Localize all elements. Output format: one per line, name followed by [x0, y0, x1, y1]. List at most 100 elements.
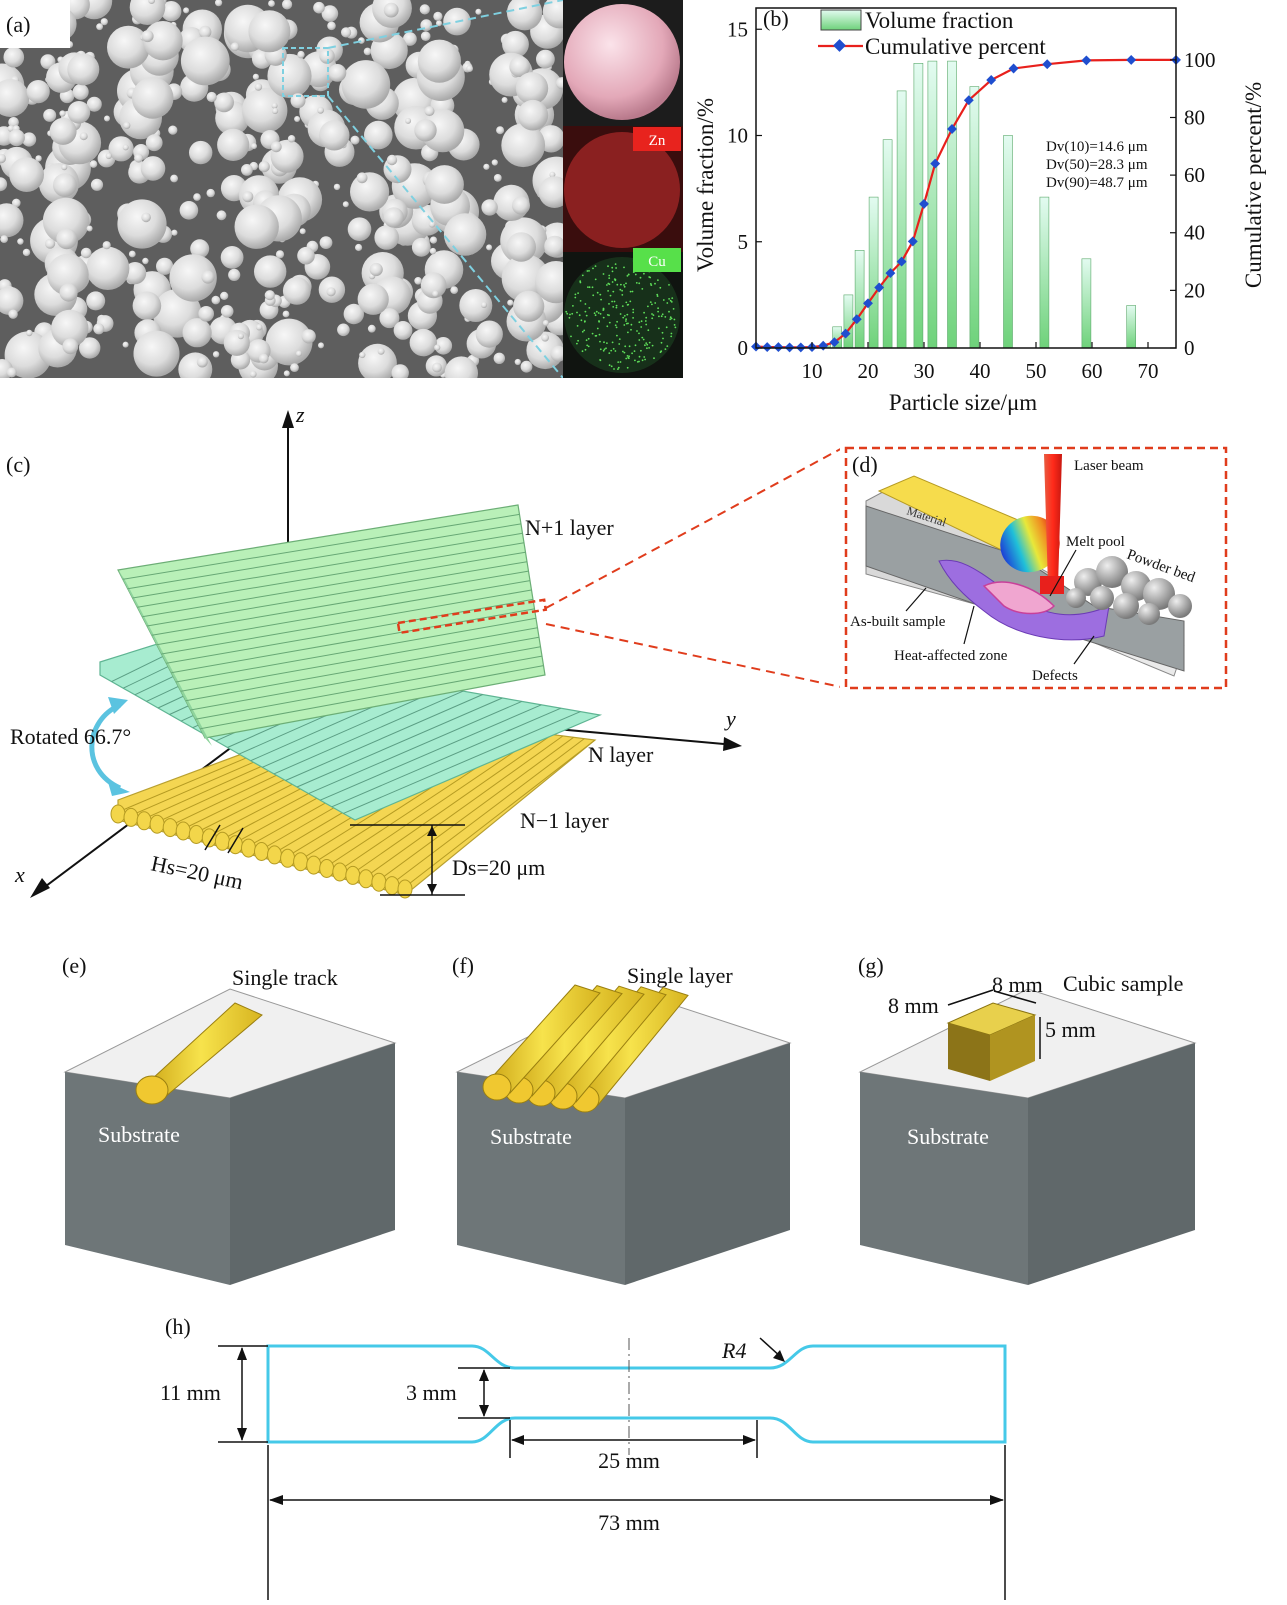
dim-5mm: 5 mm [1045, 1017, 1096, 1042]
dim-8mm-left: 8 mm [888, 993, 939, 1018]
melt-pool-region [982, 581, 1056, 615]
cu-label: Cu [648, 254, 666, 270]
legend-volume: Volume fraction [865, 8, 1014, 33]
cumulative-line [755, 58, 1176, 349]
x-axis-label: Particle size/μm [889, 390, 1037, 415]
axis-y: y [724, 706, 736, 731]
dim-11mm: 11 mm [160, 1380, 221, 1405]
r4-label: R4 [721, 1338, 746, 1363]
powder-particles [0, 0, 581, 390]
cumulative-points [751, 54, 1181, 353]
point-19 [986, 75, 997, 85]
zn-map [564, 132, 680, 248]
cubic-sample-title: Cubic sample [1063, 971, 1183, 996]
point-20 [1008, 63, 1019, 74]
n-plus-1-label: N+1 layer [525, 515, 614, 540]
melt-pool-label: Melt pool [1066, 534, 1125, 550]
specimen-outline [266, 1344, 1007, 1444]
single-track-title: Single track [232, 965, 338, 990]
panel-efg: (e) Single track Substrate (f) Single la… [0, 945, 1287, 1285]
substrate-g: Substrate [907, 1124, 989, 1149]
point-10 [863, 298, 873, 309]
x-tick-70: 70 [1138, 359, 1159, 383]
zn-label: Zn [649, 133, 666, 149]
panel-g-label: (g) [858, 953, 884, 978]
legend-cumulative: Cumulative percent [865, 34, 1046, 59]
panel-c-label: (c) [6, 452, 30, 477]
dim-8mm-top: 8 mm [992, 972, 1043, 997]
panel-e: (e) Single track Substrate [62, 953, 397, 1285]
n-minus-1-label: N−1 layer [520, 808, 609, 833]
bar-9 [947, 60, 957, 349]
single-layer-title: Single layer [627, 963, 733, 988]
panel-h: (h) 11 mm 3 mm 25 mm 73 mm R4 [0, 1300, 1287, 1600]
point-21 [1042, 59, 1053, 70]
panel-f-label: (f) [452, 953, 474, 978]
substrate-f: Substrate [490, 1124, 572, 1149]
y-tick-10: 10 [727, 124, 748, 148]
point-2 [773, 342, 784, 353]
bar-2 [843, 294, 854, 349]
y-tick-0: 0 [738, 336, 749, 360]
y-tick-15: 15 [727, 17, 748, 41]
point-6 [818, 340, 829, 351]
point-22 [1081, 55, 1092, 66]
panel-g: (g) Cubic sample 8 mm 8 mm 5 mm Substrat… [858, 953, 1197, 1285]
dim-25mm: 25 mm [598, 1448, 660, 1473]
y2-tick-80: 80 [1184, 105, 1205, 129]
legend-bar-swatch [820, 9, 862, 31]
cu-dots [565, 260, 677, 370]
dim-3mm: 3 mm [406, 1380, 457, 1405]
laser-beam-shape [1044, 454, 1062, 586]
point-15 [919, 198, 929, 209]
particle-closeup [564, 4, 680, 120]
bar-4 [868, 196, 879, 349]
y2-tick-0: 0 [1184, 336, 1195, 360]
haz-region [938, 559, 1110, 641]
y-axis-label: Volume fraction/% [693, 98, 718, 272]
x-tick-20: 20 [858, 359, 879, 383]
point-17 [947, 124, 957, 134]
x-tick-50: 50 [1026, 359, 1047, 383]
panel-b-label: (b) [763, 6, 789, 31]
panel-a-label: (a) [6, 12, 30, 37]
as-built-label: As-built sample [850, 614, 946, 630]
sample-geometry-diagrams: (e) Single track Substrate (f) Single la… [62, 953, 1197, 1285]
tensile-specimen-drawing: (h) 11 mm 3 mm 25 mm 73 mm R4 [160, 1314, 1007, 1600]
bar-10 [969, 86, 980, 349]
point-1 [762, 342, 773, 353]
bar-group [821, 60, 1137, 349]
x-tick-60: 60 [1082, 359, 1103, 383]
bar-14 [1126, 305, 1137, 349]
bar-3 [854, 250, 865, 349]
rotation-arrow [89, 702, 122, 791]
bar-6 [896, 90, 907, 349]
y2-tick-40: 40 [1184, 221, 1205, 245]
rotated-label: Rotated 66.7° [10, 724, 131, 749]
bar-13 [1081, 258, 1092, 349]
panel-d-label: (d) [852, 452, 878, 477]
x-tick-30: 30 [914, 359, 935, 383]
x-tick-10: 10 [802, 359, 823, 383]
zoom-box [282, 47, 329, 97]
cu-map [564, 257, 680, 373]
x-tick-40: 40 [970, 359, 991, 383]
dv10: Dv(10)=14.6 μm [1046, 139, 1148, 155]
panel-a: Zn Cu (a) [0, 0, 683, 390]
point-18 [963, 95, 974, 106]
defects-label: Defects [1032, 668, 1078, 684]
powder-balls [1066, 556, 1192, 625]
n-layer-label: N layer [588, 742, 654, 767]
melt-pool-diagram: (d) Material Laser beam Melt pool Po [844, 446, 1228, 690]
bar-8 [927, 60, 938, 349]
laser-beam-label: Laser beam [1074, 458, 1144, 474]
panel-e-label: (e) [62, 953, 86, 978]
material-end [1000, 515, 1060, 573]
y-tick-5: 5 [738, 230, 749, 254]
dv90: Dv(90)=48.7 μm [1046, 175, 1148, 191]
panel-d: (d) Material Laser beam Melt pool Po [844, 446, 1228, 690]
bar-11 [1003, 135, 1013, 349]
